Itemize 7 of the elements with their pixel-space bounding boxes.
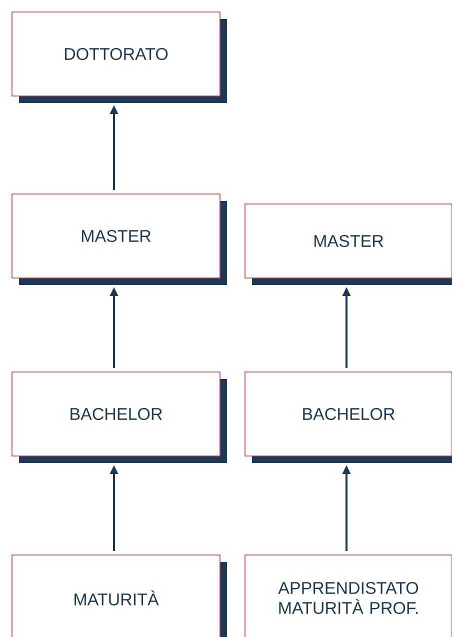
level-box: MATURITÀ: [12, 554, 227, 637]
level-box: MASTER: [12, 194, 227, 285]
level-box: MASTER: [244, 204, 452, 285]
level-box: APPRENDISTATO MATURITÀ PROF.: [244, 554, 452, 637]
level-box: BACHELOR: [12, 372, 227, 463]
level-box: DOTTORATO: [12, 12, 227, 103]
level-box: BACHELOR: [244, 372, 452, 463]
